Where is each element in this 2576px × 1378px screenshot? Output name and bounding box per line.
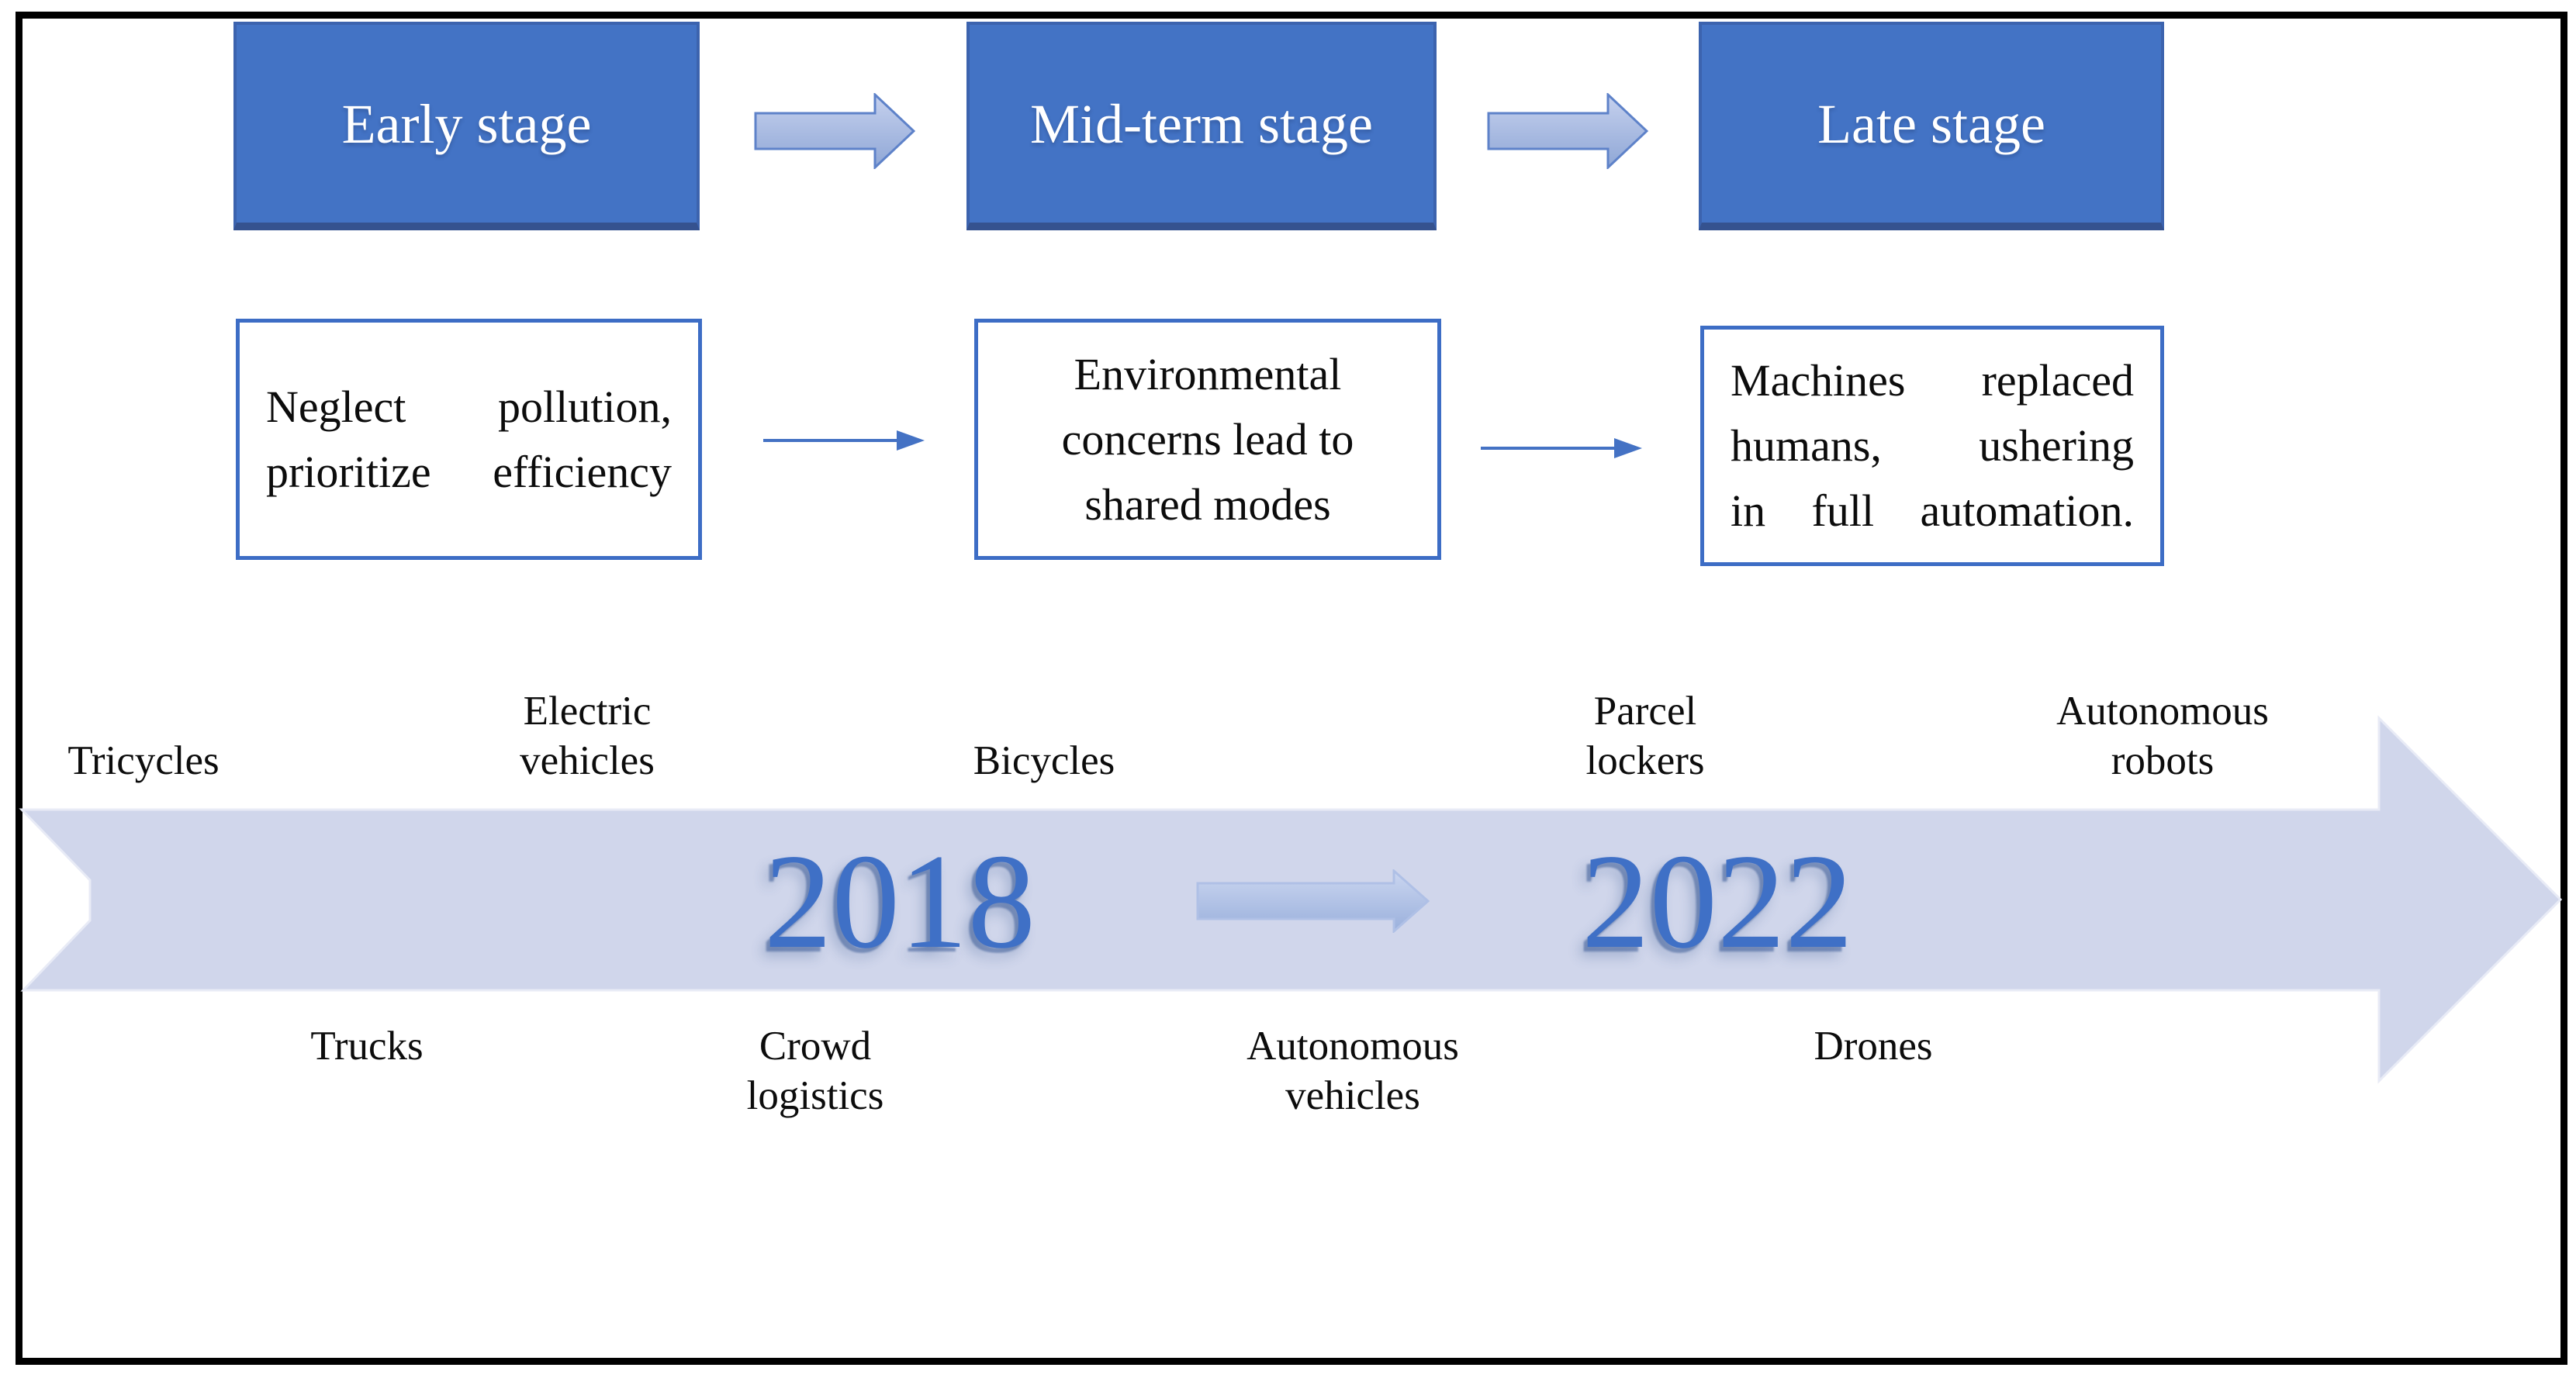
label-crowd-logistics: Crowd logistics <box>746 1024 884 1118</box>
stage-label-late: Late stage <box>1817 92 2045 155</box>
description-line: Neglect pollution, <box>266 381 672 432</box>
stage-label-early: Early stage <box>341 92 592 155</box>
label-autonomous-robots: Autonomous robots <box>2056 689 2269 783</box>
label-electric-vehicles: Electric vehicles <box>520 689 655 783</box>
year-arrow-icon <box>1196 869 1430 933</box>
connector-arrow-2-icon <box>1481 438 1642 458</box>
description-line: shared modes <box>1084 478 1331 530</box>
year-2018: 2018 <box>764 826 1036 976</box>
label-drones: Drones <box>1814 1024 1933 1069</box>
description-line: in full automation. <box>1731 485 2134 536</box>
description-line: concerns lead to <box>1061 413 1354 465</box>
connector-arrow-1-icon <box>763 430 925 451</box>
label-trucks: Trucks <box>310 1024 424 1069</box>
stage-box-late: Late stage <box>1699 22 2164 230</box>
label-parcel-lockers: Parcel lockers <box>1585 689 1705 783</box>
stage-label-midterm: Mid-term stage <box>1030 92 1373 155</box>
stage-box-early: Early stage <box>233 22 700 230</box>
stage-arrow-2-icon <box>1487 93 1648 169</box>
stage-arrow-1-icon <box>754 93 915 169</box>
year-2022: 2022 <box>1582 826 1853 976</box>
description-box-late: Machines replaced humans, ushering in fu… <box>1700 326 2164 566</box>
label-bicycles: Bicycles <box>973 738 1115 783</box>
figure-frame <box>16 12 2567 1365</box>
label-autonomous-vehicles: Autonomous vehicles <box>1247 1024 1459 1118</box>
description-line: Environmental <box>1074 348 1342 399</box>
description-box-early: Neglect pollution, prioritize efficiency <box>236 319 702 560</box>
description-line: humans, ushering <box>1731 420 2134 471</box>
description-line: prioritize efficiency <box>266 446 672 497</box>
description-box-midterm: Environmental concerns lead to shared mo… <box>974 319 1441 560</box>
description-line: Machines replaced <box>1731 355 2134 406</box>
label-tricycles: Tricycles <box>67 738 220 783</box>
stage-box-midterm: Mid-term stage <box>966 22 1437 230</box>
